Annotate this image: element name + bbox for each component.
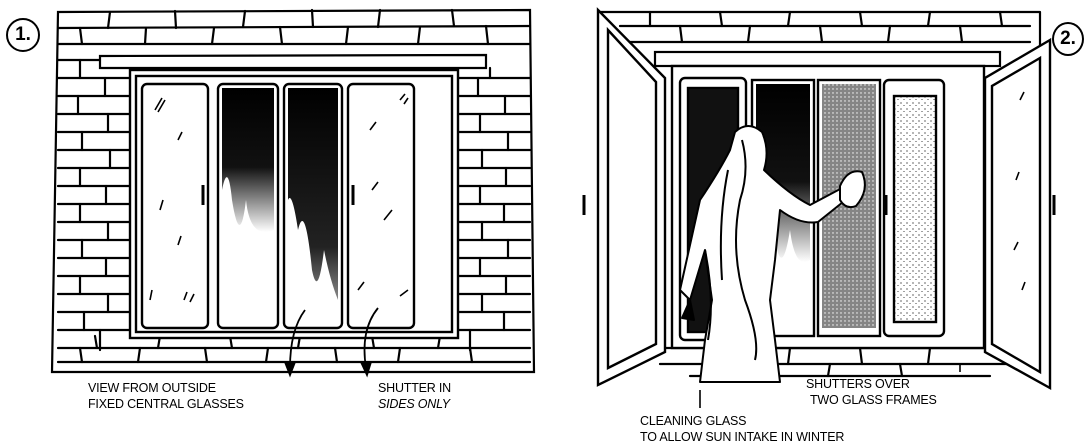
panel2-cleaning-line1: CLEANING GLASS	[640, 413, 844, 429]
panel1-caption: VIEW FROM OUTSIDE FIXED CENTRAL GLASSES	[88, 380, 244, 412]
panel2-cleaning-line2: TO ALLOW SUN INTAKE IN WINTER	[640, 429, 844, 445]
panel1-shutter-line1: SHUTTER IN	[378, 380, 451, 396]
panel1-window	[130, 70, 458, 338]
panel1-number: 1.	[15, 24, 31, 45]
panel2-shutters-line1: SHUTTERS OVER	[806, 376, 937, 392]
panel1-number-badge: 1.	[6, 18, 40, 52]
panel2-window	[584, 10, 1054, 388]
panel2-shutters-caption: SHUTTERS OVER TWO GLASS FRAMES	[806, 376, 937, 408]
panel1-shutter-line2: SIDES ONLY	[378, 396, 451, 412]
panel2-number: 2.	[1060, 28, 1076, 49]
panel1-caption-line2: FIXED CENTRAL GLASSES	[88, 396, 244, 412]
panel2-shutters-line2: TWO GLASS FRAMES	[806, 392, 937, 408]
panel2-number-badge: 2.	[1052, 22, 1084, 56]
panel2-cleaning-caption: CLEANING GLASS TO ALLOW SUN INTAKE IN WI…	[640, 413, 844, 445]
panel1-shutter-caption: SHUTTER IN SIDES ONLY	[378, 380, 451, 412]
panel1-shutter-line2-text: SIDES ONLY	[378, 397, 450, 411]
panel1-caption-line1: VIEW FROM OUTSIDE	[88, 380, 244, 396]
